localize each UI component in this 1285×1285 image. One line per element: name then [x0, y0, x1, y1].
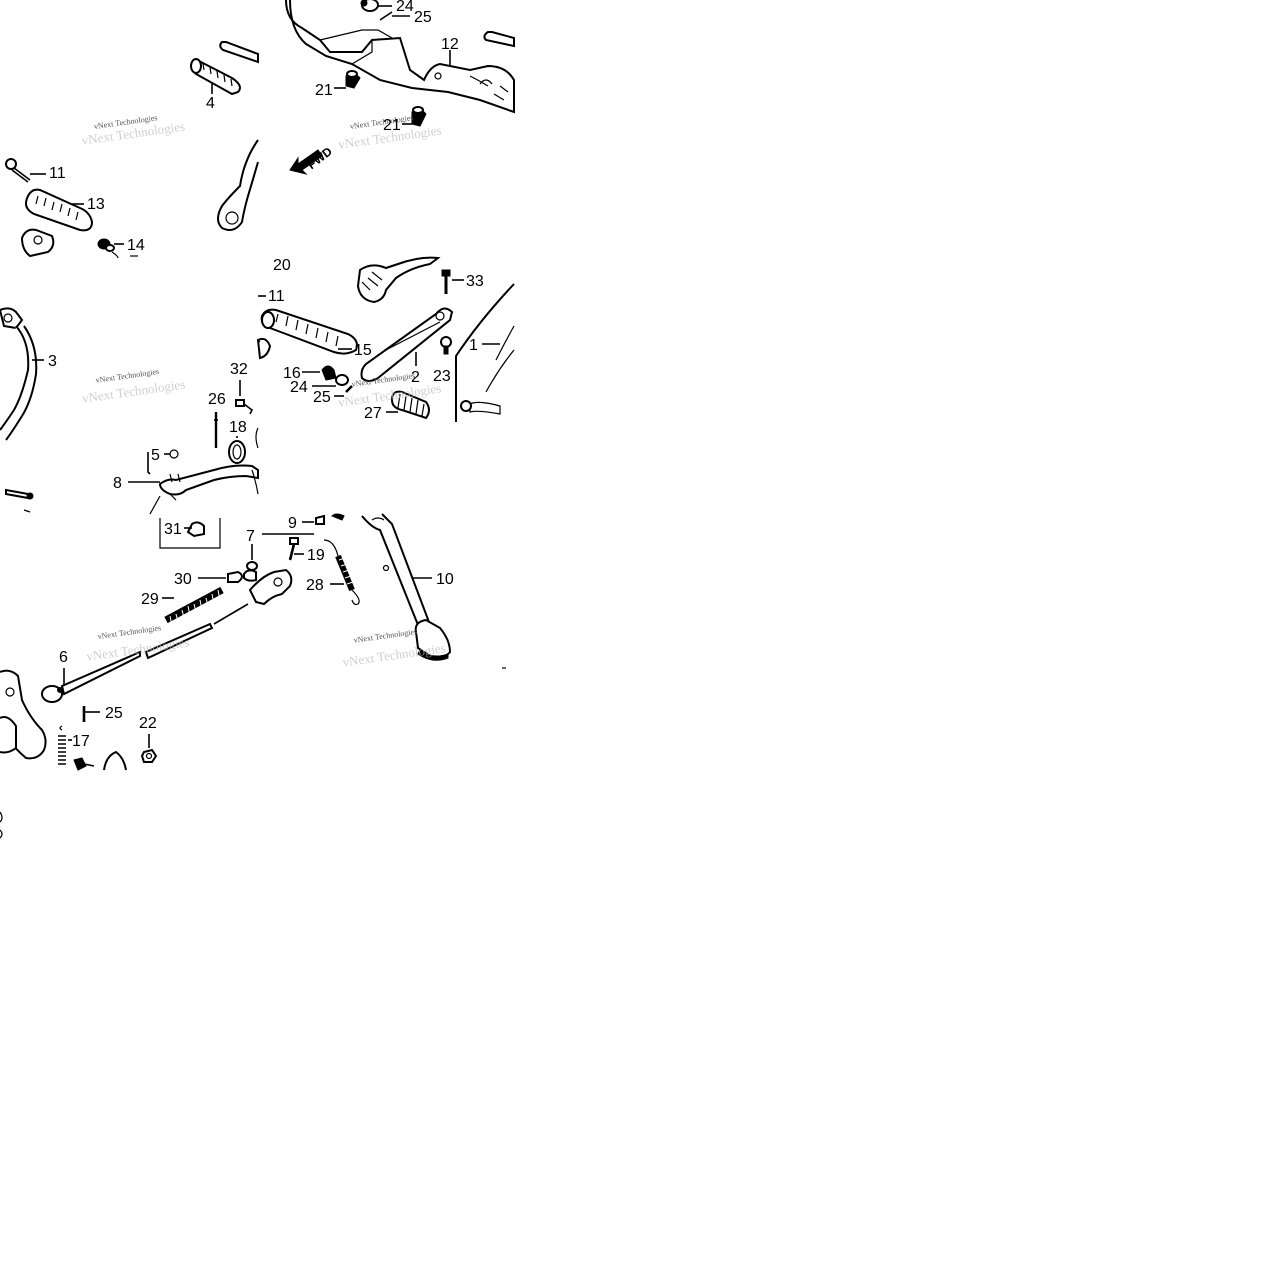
callout-15: 15: [354, 342, 372, 359]
footpeg-rubber-part: [190, 58, 241, 96]
callout-25: 25: [105, 705, 123, 722]
callout-10: 10: [436, 571, 454, 588]
callout-23: 23: [433, 368, 451, 385]
svg-text:vNext Technologies: vNext Technologies: [342, 640, 447, 669]
callout-24: 24: [290, 379, 308, 396]
callout-32: 32: [230, 361, 248, 378]
callout-11: 11: [268, 288, 285, 305]
tile-top-left: [5, 41, 259, 259]
bolt-part: [73, 757, 95, 771]
spring-part: [164, 586, 224, 627]
callout-16: 16: [283, 365, 301, 382]
brake-pedal-part: [360, 307, 454, 382]
callout-9: 9: [288, 515, 297, 532]
forward-arrow-icon: [289, 149, 323, 175]
callout-3: 3: [48, 353, 57, 370]
watermark-1: vNext Technologies vNext Technologies: [81, 113, 186, 148]
callout-1: 1: [469, 337, 478, 354]
callout-28: 28: [306, 577, 324, 594]
clip-part: [227, 570, 243, 583]
callout-18: 18: [229, 419, 247, 436]
spring-part: [323, 539, 360, 606]
callout-5: 5: [151, 447, 160, 464]
callout-2: 2: [411, 369, 420, 386]
spring-part: [321, 365, 337, 381]
cap-part: [159, 518, 221, 549]
callout-12: 12: [441, 36, 459, 53]
rubber-stopper-part: [411, 106, 427, 127]
tile-bottom-right: [288, 513, 452, 661]
bolt-part: [288, 537, 299, 561]
svg-text:vNext Technologies: vNext Technologies: [353, 627, 418, 645]
pin-part: [243, 561, 258, 582]
callout-30: 30: [174, 571, 192, 588]
step-part: [256, 308, 358, 360]
nut-part: [140, 748, 158, 763]
watermark-3: vNext Technologies vNext Technologies: [81, 367, 186, 406]
tile-middle-left: [0, 307, 259, 515]
callout-7: 7: [246, 528, 255, 545]
brake-rod-part: [41, 603, 249, 703]
bolt-part: [441, 269, 451, 294]
tile-bottom-left: [0, 518, 314, 771]
callout-25: 25: [414, 9, 432, 26]
pin-part: [5, 158, 31, 183]
callout-4: 4: [206, 95, 215, 112]
callout-11: 11: [49, 165, 66, 182]
pedal-rubber-part: [390, 390, 430, 420]
step-part: [20, 188, 94, 258]
callout-14: 14: [127, 237, 145, 254]
svg-text:vNext Technologies: vNext Technologies: [97, 623, 162, 641]
callout-21: 21: [315, 82, 333, 99]
callout-33: 33: [466, 273, 484, 290]
callout-17: 17: [72, 733, 90, 750]
callout-22: 22: [139, 715, 157, 732]
callout-13: 13: [87, 196, 105, 213]
callout-27: 27: [364, 405, 382, 422]
callout-6: 6: [59, 649, 68, 666]
callout-29: 29: [141, 591, 159, 608]
spring-part: [97, 238, 119, 259]
callout-20: 20: [273, 257, 291, 274]
callout-8: 8: [113, 475, 122, 492]
callout-19: 19: [307, 547, 325, 564]
callout-26: 26: [208, 391, 226, 408]
callout-31: 31: [164, 521, 182, 538]
tile-middle-right: [256, 256, 515, 422]
fwd-label: FWD: [305, 144, 335, 172]
side-stand-part: [361, 513, 452, 661]
rubber-stopper-part: [345, 70, 361, 89]
clip-part: [360, 0, 393, 21]
bolt-part: [235, 399, 254, 415]
callout-25: 25: [313, 389, 331, 406]
spring-part: [58, 725, 66, 765]
callout-21: 21: [383, 117, 401, 134]
callout-24: 24: [396, 0, 414, 15]
